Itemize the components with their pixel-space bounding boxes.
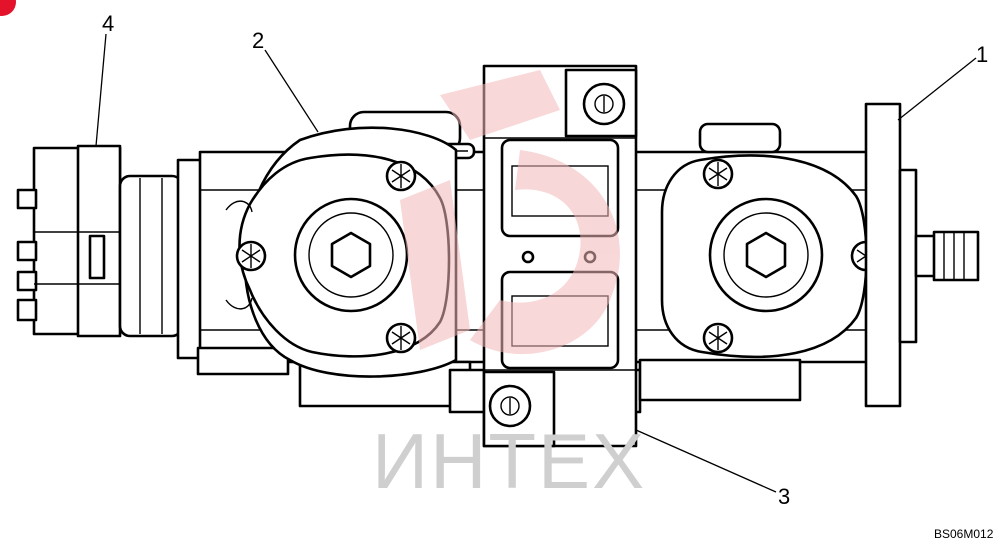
left-end-module	[16, 144, 206, 360]
callout-2: 2	[252, 28, 264, 53]
leader-line-1	[897, 57, 977, 121]
leader-line-3	[635, 429, 777, 493]
callout-1: 1	[976, 42, 988, 67]
callout-4: 4	[102, 11, 114, 36]
corner-badge-icon	[0, 0, 16, 16]
mounting-flange	[864, 102, 980, 408]
leader-line-2	[264, 49, 319, 133]
watermark-text: ИНТЕХ	[372, 417, 646, 505]
left-pump-section	[225, 126, 458, 378]
reference-code: BS06M012	[934, 527, 994, 541]
leader-line-4	[95, 33, 107, 147]
watermark-logo	[400, 70, 620, 355]
callout-3: 3	[778, 484, 790, 509]
right-pump-section	[660, 154, 882, 359]
